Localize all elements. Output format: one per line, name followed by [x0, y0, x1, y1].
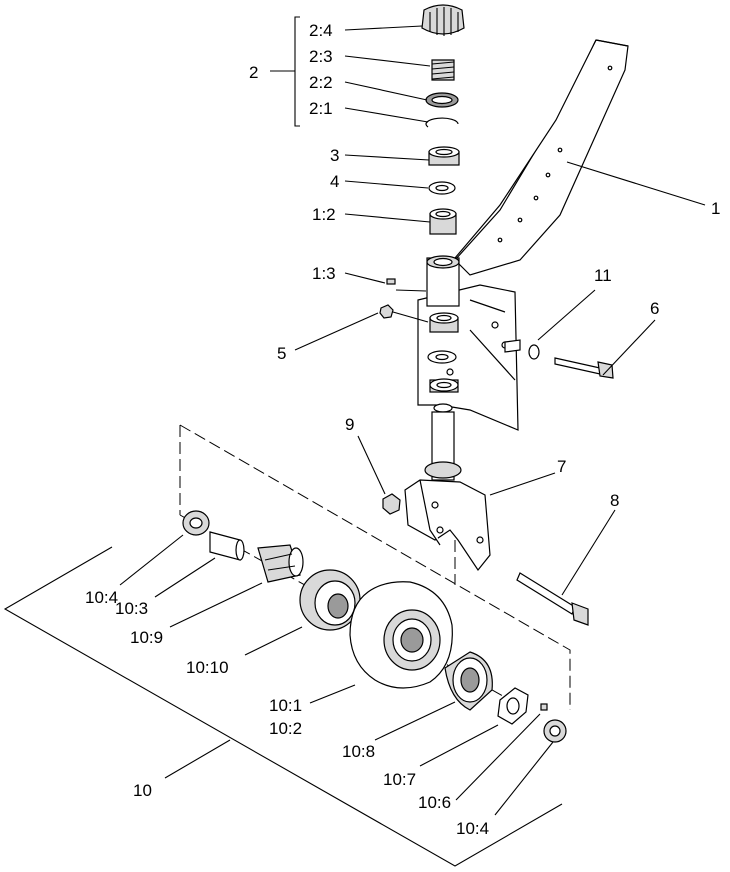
- caster-fork: [404, 411, 491, 572]
- spacer-tube: [209, 531, 245, 561]
- callout-1-3: 1:3: [312, 264, 336, 283]
- spring: [431, 59, 455, 81]
- group-2-bracket: [270, 16, 300, 127]
- callout-2-2: 2:2: [309, 73, 333, 92]
- retaining-ring: [425, 117, 459, 128]
- callout-7: 7: [557, 457, 566, 476]
- callout-10-1: 10:1: [269, 696, 302, 715]
- mount-bolt: [554, 357, 614, 379]
- callout-10-7: 10:7: [383, 770, 416, 789]
- callout-10-8: 10:8: [342, 742, 375, 761]
- bushing: [429, 208, 457, 235]
- wheel-half-left: [299, 569, 361, 631]
- hub-insert: [257, 544, 304, 583]
- tire: [349, 581, 453, 689]
- callout-10-4-right: 10:4: [456, 819, 489, 838]
- callout-10-10: 10:10: [186, 658, 229, 677]
- callout-10-4-left: 10:4: [85, 588, 118, 607]
- callout-11: 11: [594, 266, 612, 285]
- wheel-bearing-left: [182, 510, 210, 536]
- spacer: [528, 344, 540, 360]
- callout-10: 10: [133, 781, 152, 800]
- callout-10-3: 10:3: [115, 599, 148, 618]
- axle-nut: [382, 493, 401, 515]
- frame-arm: [454, 39, 629, 276]
- callout-6: 6: [650, 299, 659, 318]
- leader-lines: [119, 25, 706, 816]
- callout-4: 4: [330, 172, 339, 191]
- alignment-dashes: [179, 424, 571, 710]
- lower-bearing: [429, 312, 459, 333]
- lower-bearing-2: [429, 378, 459, 393]
- callout-2: 2: [249, 63, 258, 82]
- bushing-pin: [504, 339, 521, 353]
- caster-housing: [426, 255, 460, 307]
- grease-fitting: [386, 278, 396, 285]
- callout-10-6: 10:6: [418, 793, 451, 812]
- dust-cap: [421, 4, 465, 36]
- callout-1-2: 1:2: [312, 205, 336, 224]
- callout-labels: 2:4 2:3 2:2 2:1 2 3 4 1:2 1 1:3 11 6 5 9…: [85, 21, 720, 838]
- axle-bolt: [516, 572, 589, 626]
- group-10-bracket: [3, 546, 563, 867]
- wheel-bearing-right: [543, 719, 567, 743]
- callout-2-1: 2:1: [309, 99, 333, 118]
- hub-grease-fitting: [540, 703, 548, 711]
- locknut: [379, 304, 394, 319]
- callout-3: 3: [330, 146, 339, 165]
- callout-9: 9: [345, 415, 354, 434]
- callout-8: 8: [610, 491, 619, 510]
- upper-bearing: [428, 146, 460, 166]
- bearing-flange: [497, 687, 529, 725]
- callout-5: 5: [277, 344, 286, 363]
- callout-10-9: 10:9: [130, 628, 163, 647]
- callout-1: 1: [711, 199, 720, 218]
- callout-2-4: 2:4: [309, 21, 333, 40]
- wheel-half-right: [444, 651, 493, 711]
- thrust-washer: [433, 403, 453, 413]
- callout-10-2: 10:2: [269, 719, 302, 738]
- callout-2-3: 2:3: [309, 47, 333, 66]
